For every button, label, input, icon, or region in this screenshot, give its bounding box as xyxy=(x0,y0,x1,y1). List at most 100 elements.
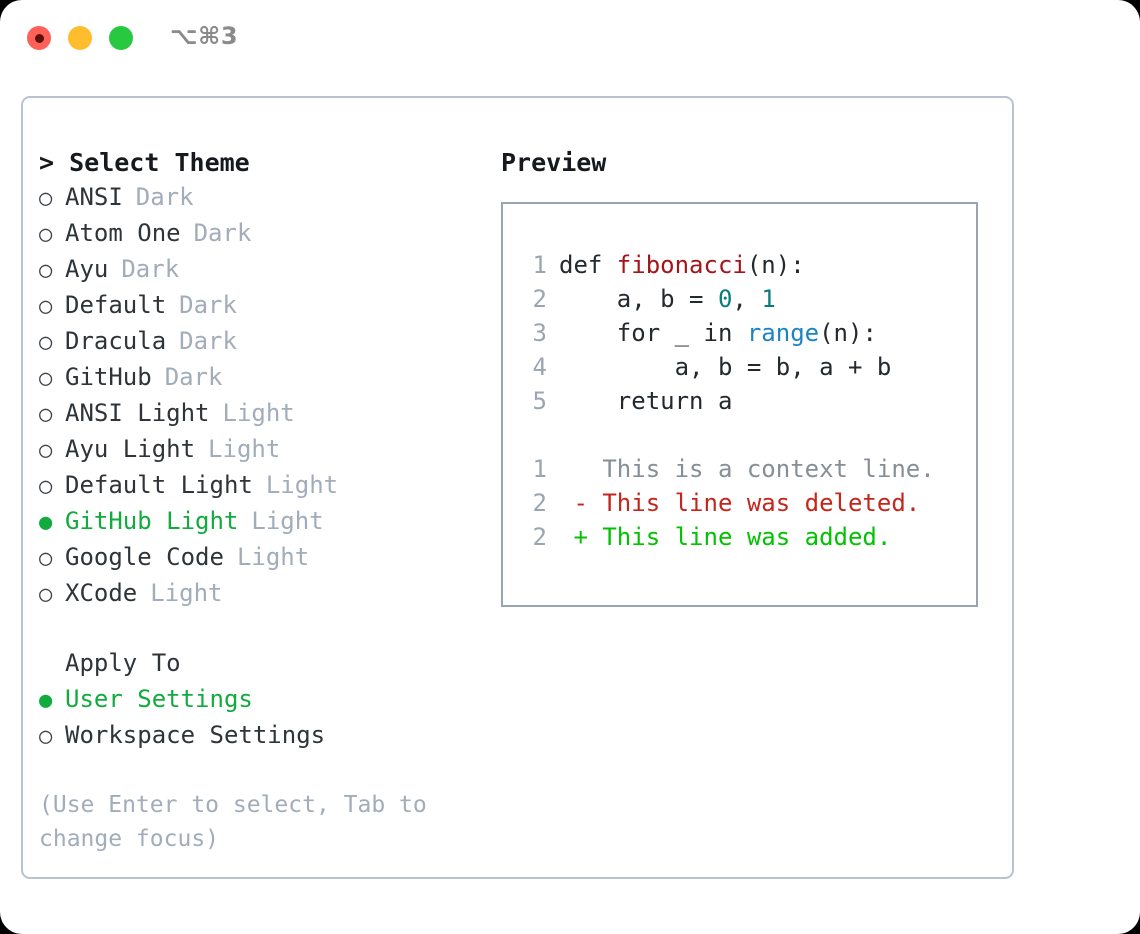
keyboard-hint-text: (Use Enter to select, Tab to change focu… xyxy=(39,792,427,852)
theme-variant-tag: Dark xyxy=(193,219,252,247)
theme-list-item[interactable]: ○ Ayu Light Light xyxy=(39,432,479,468)
theme-variant-tag: Light xyxy=(236,543,310,571)
code-token: for _ in xyxy=(559,319,747,347)
radio-unselected-icon: ○ xyxy=(39,546,53,571)
minimize-button[interactable] xyxy=(68,26,92,50)
code-token: 1 xyxy=(761,285,776,313)
line-number: 2 xyxy=(532,523,547,551)
title-bar: ⌥⌘3 xyxy=(0,0,1140,78)
code-spacer xyxy=(521,418,976,452)
radio-unselected-icon: ○ xyxy=(39,582,53,607)
diff-line: 2 - This line was deleted. xyxy=(521,486,976,520)
theme-name: Dracula xyxy=(65,327,167,355)
radio-unselected-icon: ○ xyxy=(39,258,53,283)
theme-name: Default xyxy=(65,291,167,319)
close-button[interactable] xyxy=(27,26,51,50)
diff-line: 2 + This line was added. xyxy=(521,520,976,554)
radio-unselected-icon: ○ xyxy=(39,330,53,355)
radio-unselected-icon: ○ xyxy=(39,402,53,427)
theme-name: ANSI xyxy=(65,183,123,211)
line-number: 1 xyxy=(532,251,547,279)
line-number: 4 xyxy=(532,353,547,381)
code-line: 2 a, b = 0, 1 xyxy=(521,282,976,316)
diff-sample: 1 This is a context line.2 - This line w… xyxy=(521,452,976,554)
theme-list-item[interactable]: ○ Ayu Dark xyxy=(39,252,479,288)
theme-name: Ayu Light xyxy=(65,435,196,463)
theme-name: Ayu xyxy=(65,255,109,283)
code-token: - This line was deleted. xyxy=(559,489,921,517)
code-line: 4 a, b = b, a + b xyxy=(521,350,976,384)
theme-variant-tag: Light xyxy=(222,399,295,427)
maximize-button[interactable] xyxy=(109,26,133,50)
code-token: (n): xyxy=(819,319,877,347)
radio-unselected-icon: ○ xyxy=(39,222,53,247)
theme-list-item[interactable]: ○ ANSI Dark xyxy=(39,180,479,216)
theme-list-item[interactable]: ○ ANSI Light Light xyxy=(39,396,479,432)
code-token: + This line was added. xyxy=(559,523,892,551)
theme-variant-tag: Light xyxy=(150,579,223,607)
theme-variant-tag: Dark xyxy=(121,255,180,283)
theme-list-item[interactable]: ○ GitHub Dark xyxy=(39,360,479,396)
apply-to-heading: ○ Apply To xyxy=(39,646,479,682)
line-number: 3 xyxy=(532,319,547,347)
radio-unselected-icon: ○ xyxy=(39,294,53,319)
theme-variant-tag: Dark xyxy=(135,183,194,211)
theme-list-item[interactable]: ○ Dracula Dark xyxy=(39,324,479,360)
line-number: 2 xyxy=(532,285,547,313)
theme-variant-tag: Light xyxy=(208,435,281,463)
code-token: , xyxy=(732,285,762,313)
code-token: return a xyxy=(559,387,733,415)
line-number: 2 xyxy=(532,489,547,517)
theme-variant-tag: Dark xyxy=(164,363,223,391)
code-token: (n): xyxy=(746,251,805,279)
theme-list-item[interactable]: ○ Default Light Light xyxy=(39,468,479,504)
theme-name: XCode xyxy=(65,579,138,607)
spacer-bullet: ○ xyxy=(39,648,65,682)
theme-variant-tag: Dark xyxy=(179,291,237,319)
theme-variant-tag: Dark xyxy=(179,327,237,355)
code-token: This is a context line. xyxy=(559,455,935,483)
radio-selected-icon: ● xyxy=(39,688,53,713)
select-theme-heading: > Select Theme xyxy=(39,148,250,177)
theme-list-item[interactable]: ○ Google Code Light xyxy=(39,540,479,576)
code-token: a, b = b, a + b xyxy=(559,353,892,381)
code-token: a, b = xyxy=(559,285,718,313)
theme-list-item[interactable]: ○ XCode Light xyxy=(39,576,479,612)
apply-to-options[interactable]: ● User Settings ○ Workspace Settings xyxy=(39,682,479,754)
theme-list-item[interactable]: ○ Default Dark xyxy=(39,288,479,324)
theme-name: Google Code xyxy=(65,543,224,571)
theme-variant-tag: Light xyxy=(265,471,339,499)
theme-variant-tag: Light xyxy=(251,507,324,535)
apply-to-label: Apply To xyxy=(65,649,181,677)
radio-unselected-icon: ○ xyxy=(39,724,53,749)
radio-unselected-icon: ○ xyxy=(39,186,53,211)
radio-unselected-icon: ○ xyxy=(39,474,53,499)
code-line: 3 for _ in range(n): xyxy=(521,316,976,350)
diff-line: 1 This is a context line. xyxy=(521,452,976,486)
theme-name: GitHub Light xyxy=(65,507,239,535)
apply-to-option-label: User Settings xyxy=(65,685,253,713)
radio-unselected-icon: ○ xyxy=(39,438,53,463)
apply-to-option[interactable]: ● User Settings xyxy=(39,682,479,718)
theme-name: ANSI Light xyxy=(65,399,210,427)
apply-to-option[interactable]: ○ Workspace Settings xyxy=(39,718,479,754)
code-line: 5 return a xyxy=(521,384,976,418)
preview-heading: Preview xyxy=(501,148,607,177)
apply-to-option-label: Workspace Settings xyxy=(65,721,326,749)
line-number: 5 xyxy=(532,387,547,415)
keyboard-shortcut-label: ⌥⌘3 xyxy=(170,22,239,50)
theme-name: GitHub xyxy=(65,363,152,391)
window-controls xyxy=(27,26,133,50)
theme-name: Default Light xyxy=(65,471,253,499)
radio-unselected-icon: ○ xyxy=(39,366,53,391)
